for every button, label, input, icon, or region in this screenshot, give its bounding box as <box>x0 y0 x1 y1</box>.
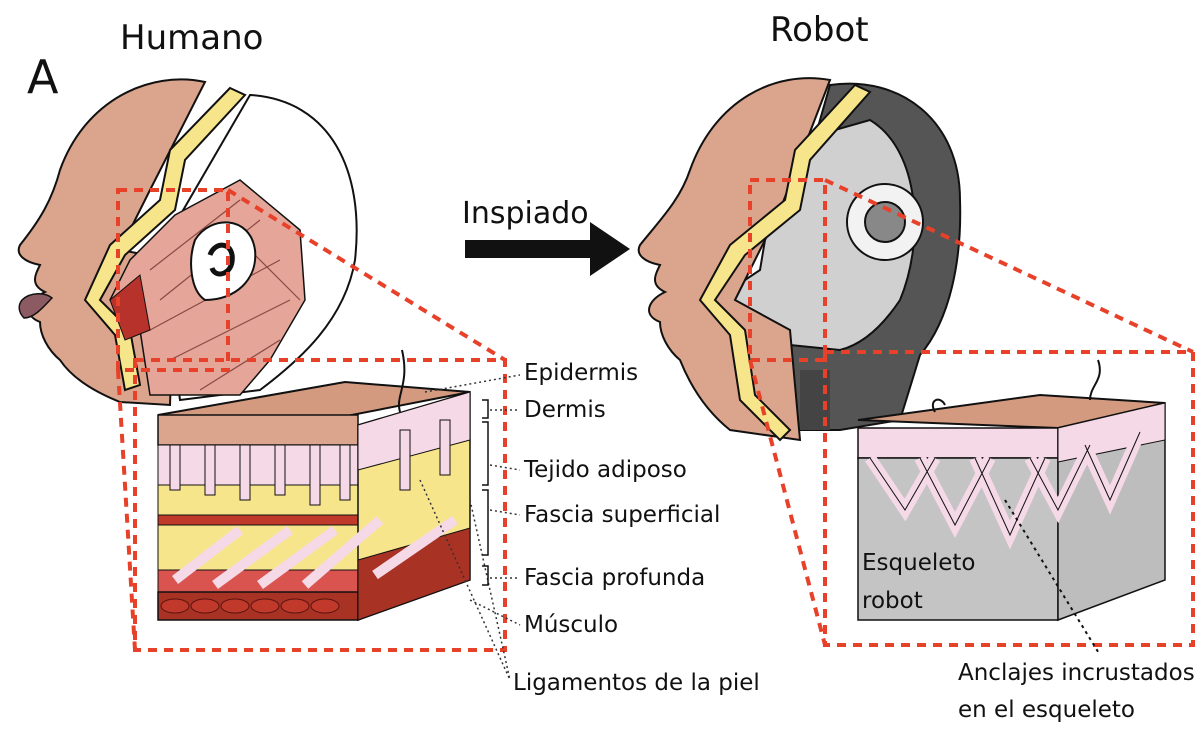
label-robot-skeleton-2: robot <box>862 588 923 614</box>
label-dermis: Dermis <box>524 397 606 423</box>
human-adipose-layer <box>158 485 358 515</box>
robot-hair-2 <box>1090 360 1100 400</box>
arrow-label: Inspiado <box>462 196 589 231</box>
label-anchors-2: en el esqueleto <box>958 697 1135 723</box>
human-epidermis-layer <box>158 415 358 445</box>
panel-letter: A <box>27 50 58 104</box>
robot-head <box>639 78 961 440</box>
human-dermis-layer <box>158 445 358 485</box>
human-brackets <box>482 400 488 585</box>
label-robot-skeleton-1: Esqueleto <box>862 550 975 576</box>
label-adipose: Tejido adiposo <box>524 457 687 483</box>
human-head <box>19 79 357 405</box>
label-deep-fascia: Fascia profunda <box>524 565 705 591</box>
label-ligaments: Ligamentos de la piel <box>513 670 760 696</box>
robot-title: Robot <box>770 10 869 50</box>
label-muscle: Músculo <box>524 612 618 638</box>
label-anchors-1: Anclajes incrustados <box>958 660 1195 686</box>
robot-dermis-layer <box>858 428 1058 458</box>
human-title: Humano <box>120 18 263 58</box>
label-epidermis: Epidermis <box>524 360 638 386</box>
human-superficial-fascia-layer <box>158 515 358 525</box>
label-superficial-fascia: Fascia superficial <box>524 502 720 528</box>
